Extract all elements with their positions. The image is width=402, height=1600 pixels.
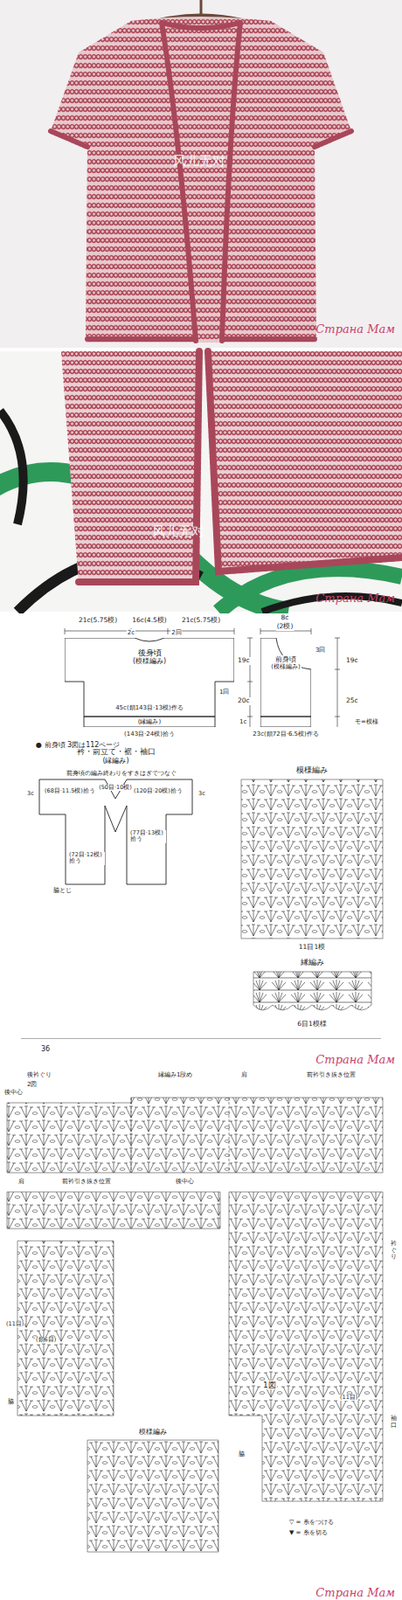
pattern-label: 25c [345, 697, 360, 706]
pattern-label: (77目·13模)拾う [129, 830, 167, 844]
piece-texts: 衿・前立て・裾・袖口(縁編み) [34, 748, 197, 765]
piece-outline [260, 637, 312, 728]
schematic-page [0, 613, 402, 1600]
pattern-label: 縁編み1段め [157, 1071, 194, 1079]
pattern-label: 19c [236, 657, 251, 666]
pattern-label: (68目·11.5模)拾う [43, 788, 97, 795]
pattern-label: 模様編み [295, 765, 329, 775]
stitch-note: (模様編み) [270, 663, 301, 671]
watermark: Страна Мам [315, 323, 396, 337]
pattern-label: ● 前身頃 3図は112ページ [34, 741, 121, 749]
pattern-label: (72目·12模)拾う [68, 852, 105, 866]
garment-piece: 前身頃(模様編み) [260, 637, 312, 728]
garment-piece: 衿・前立て・裾・袖口(縁編み) [34, 748, 197, 892]
pattern-label: 2回 [170, 629, 182, 637]
stitch-chart [6, 1097, 383, 1553]
piece-name: 前身頃 [274, 655, 298, 664]
watermark: 风儿无对 [173, 153, 226, 169]
piece-name: 衿・前立て・裾・袖口 [76, 748, 157, 757]
piece-name: 後身頃 [137, 648, 163, 658]
piece-outline-path [260, 637, 312, 728]
stitch-note: (模様編み) [131, 657, 167, 666]
garment-piece: 後身頃(模様編み) [64, 637, 235, 728]
pattern-label: 20c [236, 697, 251, 706]
pattern-label: 16c(4.5模) [131, 616, 167, 625]
pattern-label: 3c [197, 790, 207, 798]
pattern-label: (120目·20模)拾う [132, 788, 188, 795]
pattern-label: 19c [345, 657, 360, 666]
pattern-label: 1回 [218, 688, 230, 696]
pattern-label: 後衿ぐり [26, 1071, 53, 1079]
watermark: Страна Мам [315, 592, 396, 606]
pattern-label: (11目) [339, 1394, 359, 1401]
pattern-label: 前衿引き抜き位置 [305, 1071, 357, 1079]
pattern-label: 23c(鎖72目·6.5模)作る [251, 730, 319, 738]
pattern-label: 衿ぐり [389, 1240, 398, 1262]
pattern-label: 模様編み [138, 1427, 168, 1436]
pattern-label: (11目) [5, 1321, 25, 1328]
pattern-label: 6目1模様 [296, 1020, 328, 1029]
photo-closeup [0, 351, 402, 612]
piece-outline-path [39, 779, 193, 885]
watermark: Страна Мам [315, 1587, 396, 1600]
piece-outline [34, 748, 197, 892]
pattern-label: (50目·10模) [97, 784, 133, 791]
pattern-label: 3c [26, 790, 35, 798]
watermark: 风儿无对 [152, 524, 205, 540]
pattern-label: 45c(鎖143目·13模)作る [114, 704, 185, 712]
photo-cardigan [0, 0, 402, 348]
piece-texts: 後身頃(模様編み) [64, 637, 235, 666]
pattern-label: 脇とじ [52, 887, 73, 895]
piece-outline-path [64, 637, 235, 728]
pattern-label: 21c(5.75模) [77, 616, 118, 625]
pattern-label: 前衿引き抜き位置 [61, 1178, 112, 1186]
pattern-label: 3回 [314, 646, 326, 654]
pattern-label: 袖口 [389, 1415, 398, 1429]
pattern-label: 11目1模 [298, 943, 326, 952]
pattern-label: 肩 [17, 1178, 26, 1186]
pattern-label: 2c [126, 629, 136, 637]
pattern-label: 8c [280, 614, 291, 623]
pattern-label: (2模) [276, 623, 295, 631]
pattern-label: 36 [40, 1045, 51, 1054]
stitch-note: (縁編み) [101, 756, 130, 765]
pattern-label: ▼ = 糸を切る [288, 1529, 329, 1537]
pattern-label: 21c(5.75模) [180, 616, 222, 625]
pattern-label: 脇 [237, 1450, 246, 1458]
pattern-label: (鎖6目) [34, 1337, 57, 1344]
piece-texts: 前身頃(模様編み) [260, 637, 312, 671]
pattern-label: ▽ = 糸をつける [288, 1518, 335, 1526]
pattern-label: 脇 [6, 1398, 15, 1406]
pattern-label: 1図 [262, 1380, 278, 1390]
pattern-label: (143目·24模)拾う [123, 730, 176, 738]
pattern-label: モ=模様 [353, 718, 380, 726]
pattern-label: (縁編み) [137, 718, 162, 726]
pattern-label: 肩 [240, 1071, 249, 1079]
pattern-label: 縁編み [299, 957, 326, 967]
pattern-label: 1c [238, 718, 248, 726]
pattern-label: 後中心 [174, 1178, 195, 1186]
pattern-label: 前身頃の編み終わりをすきはぎでつなぐ [65, 770, 178, 777]
pattern-label: 後中心 [3, 1089, 24, 1096]
pattern-label: 2図 [26, 1081, 38, 1089]
watermark: Страна Мам [315, 1053, 396, 1068]
